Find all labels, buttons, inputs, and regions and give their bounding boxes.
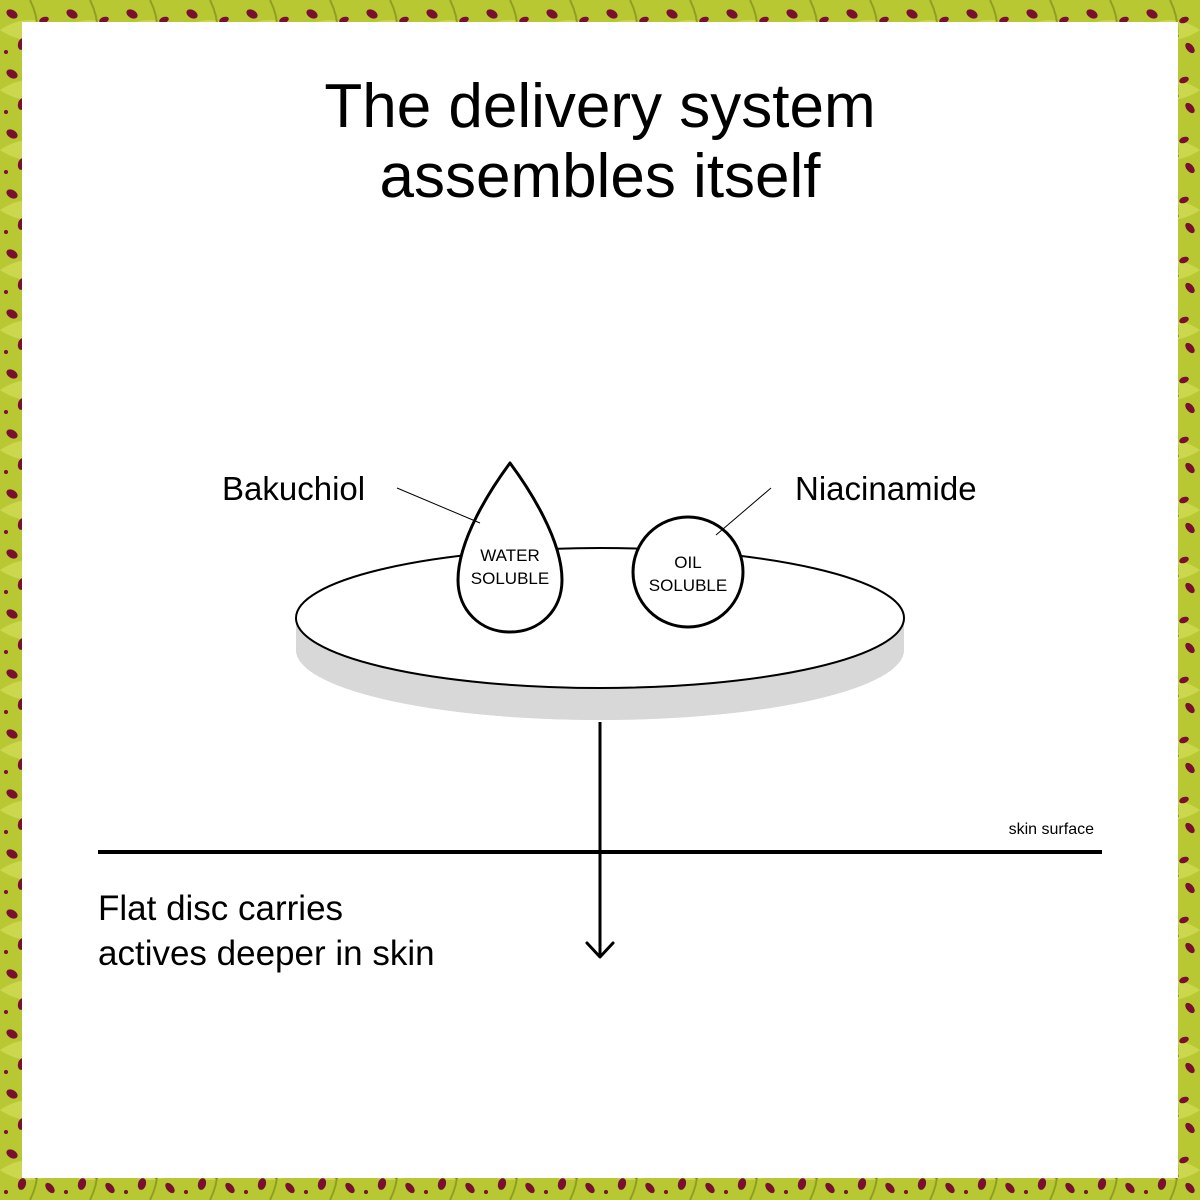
skin-surface-label: skin surface <box>1009 821 1094 838</box>
disc-top <box>295 547 905 689</box>
bakuchiol-label: Bakuchiol <box>222 470 365 507</box>
arrow-down-icon <box>585 722 615 959</box>
bakuchiol-leader-line <box>396 487 481 524</box>
drop-label-line-2: SOLUBLE <box>471 569 549 588</box>
flat-disc <box>295 547 905 720</box>
title-line-1: The delivery system <box>324 72 876 141</box>
caption-line-1: Flat disc carries <box>98 889 344 928</box>
oil-sphere-icon: OIL SOLUBLE <box>631 515 745 629</box>
disc-caption: Flat disc carries actives deeper in skin <box>98 886 435 976</box>
circle-label-line-1: OIL <box>674 553 701 572</box>
title-line-2: assembles itself <box>379 142 821 211</box>
niacinamide-leader-line <box>715 487 772 536</box>
disc-shadow-bottom <box>296 618 904 720</box>
caption-line-2: actives deeper in skin <box>98 934 435 973</box>
water-drop-icon: WATER SOLUBLE <box>456 461 564 634</box>
page-title: The delivery system assembles itself <box>0 72 1200 212</box>
niacinamide-label: Niacinamide <box>795 470 977 507</box>
drop-label-line-1: WATER <box>480 546 540 565</box>
circle-label-line-2: SOLUBLE <box>649 576 727 595</box>
